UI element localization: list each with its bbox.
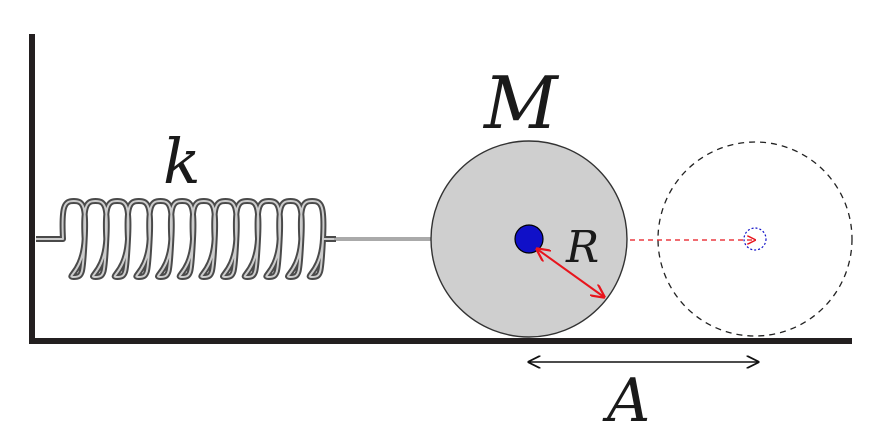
spring-coil-highlight <box>36 200 336 278</box>
ghost-axle <box>743 227 767 251</box>
spring <box>36 198 336 280</box>
cylinder-axle <box>514 224 544 254</box>
radius-label: R <box>565 222 599 273</box>
spring-constant-label: k <box>163 125 201 198</box>
radius-arrow <box>537 249 604 297</box>
amplitude-label: A <box>602 366 650 436</box>
ghost-cylinder <box>657 141 853 337</box>
mass-label: M <box>482 61 560 145</box>
